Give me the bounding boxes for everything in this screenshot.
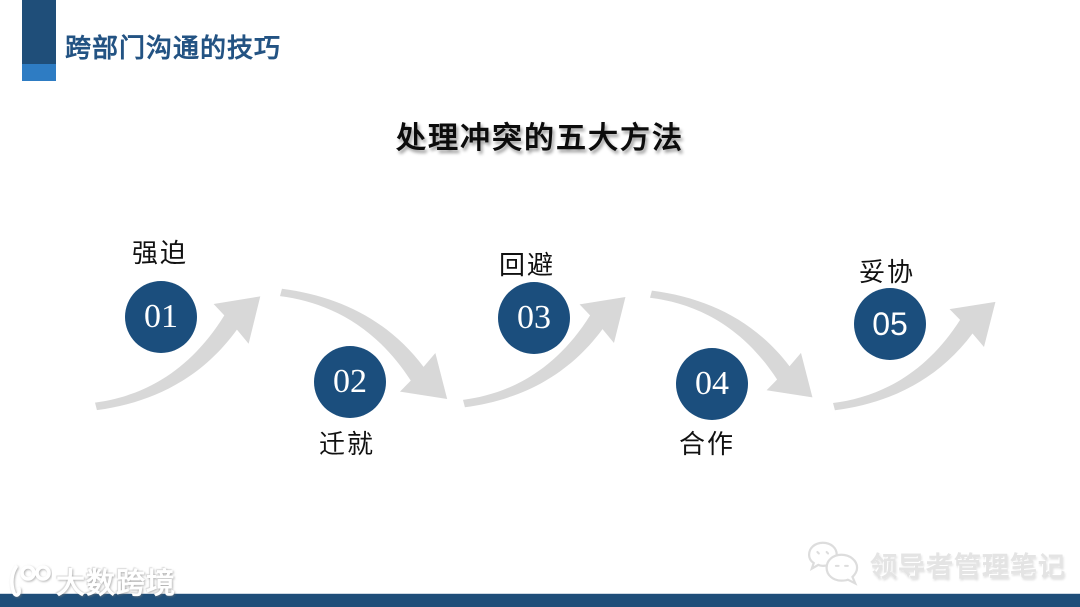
- flow-arrow-down-4-icon: [650, 290, 813, 398]
- method-label-1: 强迫: [131, 239, 188, 268]
- bottom-right-watermark: 领导者管理笔记: [806, 540, 1066, 588]
- accent-bar-dark: [22, 0, 56, 64]
- method-label-4: 合作: [678, 430, 735, 459]
- main-title: 处理冲突的五大方法: [396, 122, 684, 155]
- method-number-4: 04: [695, 365, 729, 402]
- method-circle-4: 04: [676, 348, 748, 420]
- accent-bar-light: [22, 64, 56, 81]
- flow-arrow-up-3-icon: [463, 297, 626, 408]
- method-label-2: 迁就: [318, 430, 375, 459]
- method-number-1: 01: [144, 298, 178, 335]
- bottom-right-watermark-text: 领导者管理笔记: [870, 551, 1066, 582]
- method-number-3: 03: [517, 299, 551, 336]
- method-label-3: 回避: [498, 251, 555, 280]
- page-title: 跨部门沟通的技巧: [65, 33, 282, 63]
- bottom-left-watermark-text: 大数跨境: [56, 568, 177, 601]
- flow-arrow-up-5-icon: [833, 301, 996, 411]
- flow-arrow-up-1-icon: [95, 296, 261, 411]
- method-circle-3: 03: [498, 282, 570, 354]
- method-circle-2: 02: [314, 346, 386, 418]
- header-accent-bar: [22, 0, 56, 81]
- footer-bar: [0, 593, 1080, 607]
- method-label-5: 妥协: [858, 258, 915, 287]
- chat-bubbles-icon: [807, 541, 859, 586]
- method-number-2: 02: [333, 363, 367, 400]
- bottom-left-watermark: 大数跨境: [6, 559, 176, 601]
- hundred-logo-icon: [10, 565, 51, 597]
- method-circle-1: 01: [125, 281, 197, 353]
- method-number-5: 05: [872, 306, 908, 342]
- flow-arrow-down-2-icon: [280, 288, 448, 399]
- method-circle-5: 05: [854, 288, 926, 360]
